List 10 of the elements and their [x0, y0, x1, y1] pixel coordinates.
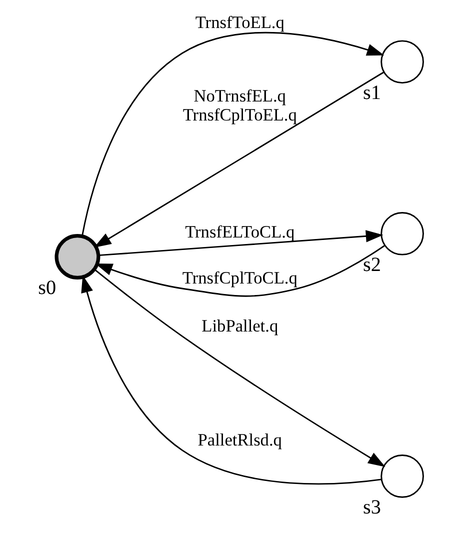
edge-label: TrnsfToEL.q: [194, 13, 284, 32]
edge-label: LibPallet.q: [201, 316, 278, 336]
node-label: s3: [362, 496, 380, 518]
node-label: s2: [362, 254, 380, 276]
edge-label: TrnsfELToCL.q: [184, 222, 294, 242]
node-label: s1: [362, 82, 380, 104]
edge-label: TrnsfCplToCL.q: [182, 268, 297, 288]
edge-label: PalletRlsd.q: [197, 430, 282, 450]
node-label: s0: [38, 276, 56, 299]
edge-label: NoTrnsfEL.q TrnsfCplToEL.q: [182, 86, 296, 124]
